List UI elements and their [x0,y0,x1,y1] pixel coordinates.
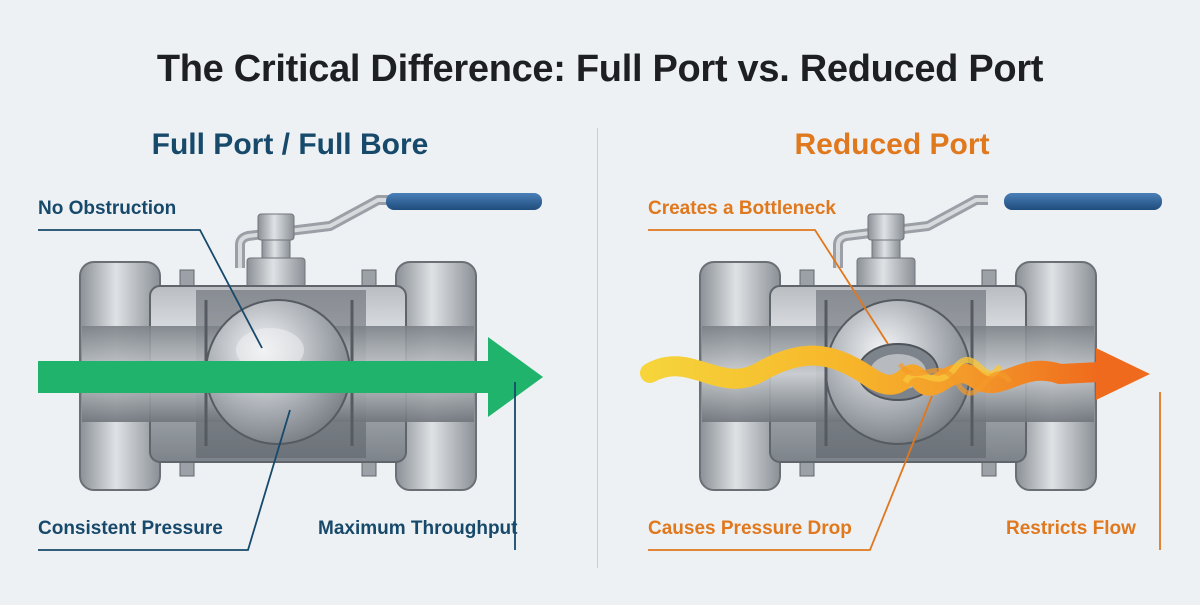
callout-maximum-throughput: Maximum Throughput [318,518,517,540]
callout-restricts-flow: Restricts Flow [1006,518,1136,540]
reduced-port-heading: Reduced Port [612,128,1172,162]
reduced-port-valve [700,193,1162,490]
page-title: The Critical Difference: Full Port vs. R… [0,48,1200,91]
panel-divider [597,128,598,568]
full-port-valve [80,193,542,490]
full-port-heading: Full Port / Full Bore [10,128,570,162]
callout-consistent-pressure: Consistent Pressure [38,518,223,540]
handle-lever [386,193,542,210]
callout-creates-bottleneck: Creates a Bottleneck [648,198,836,220]
handle-lever [1004,193,1162,210]
callout-no-obstruction: No Obstruction [38,198,176,220]
callout-causes-pressure-drop: Causes Pressure Drop [648,518,852,540]
